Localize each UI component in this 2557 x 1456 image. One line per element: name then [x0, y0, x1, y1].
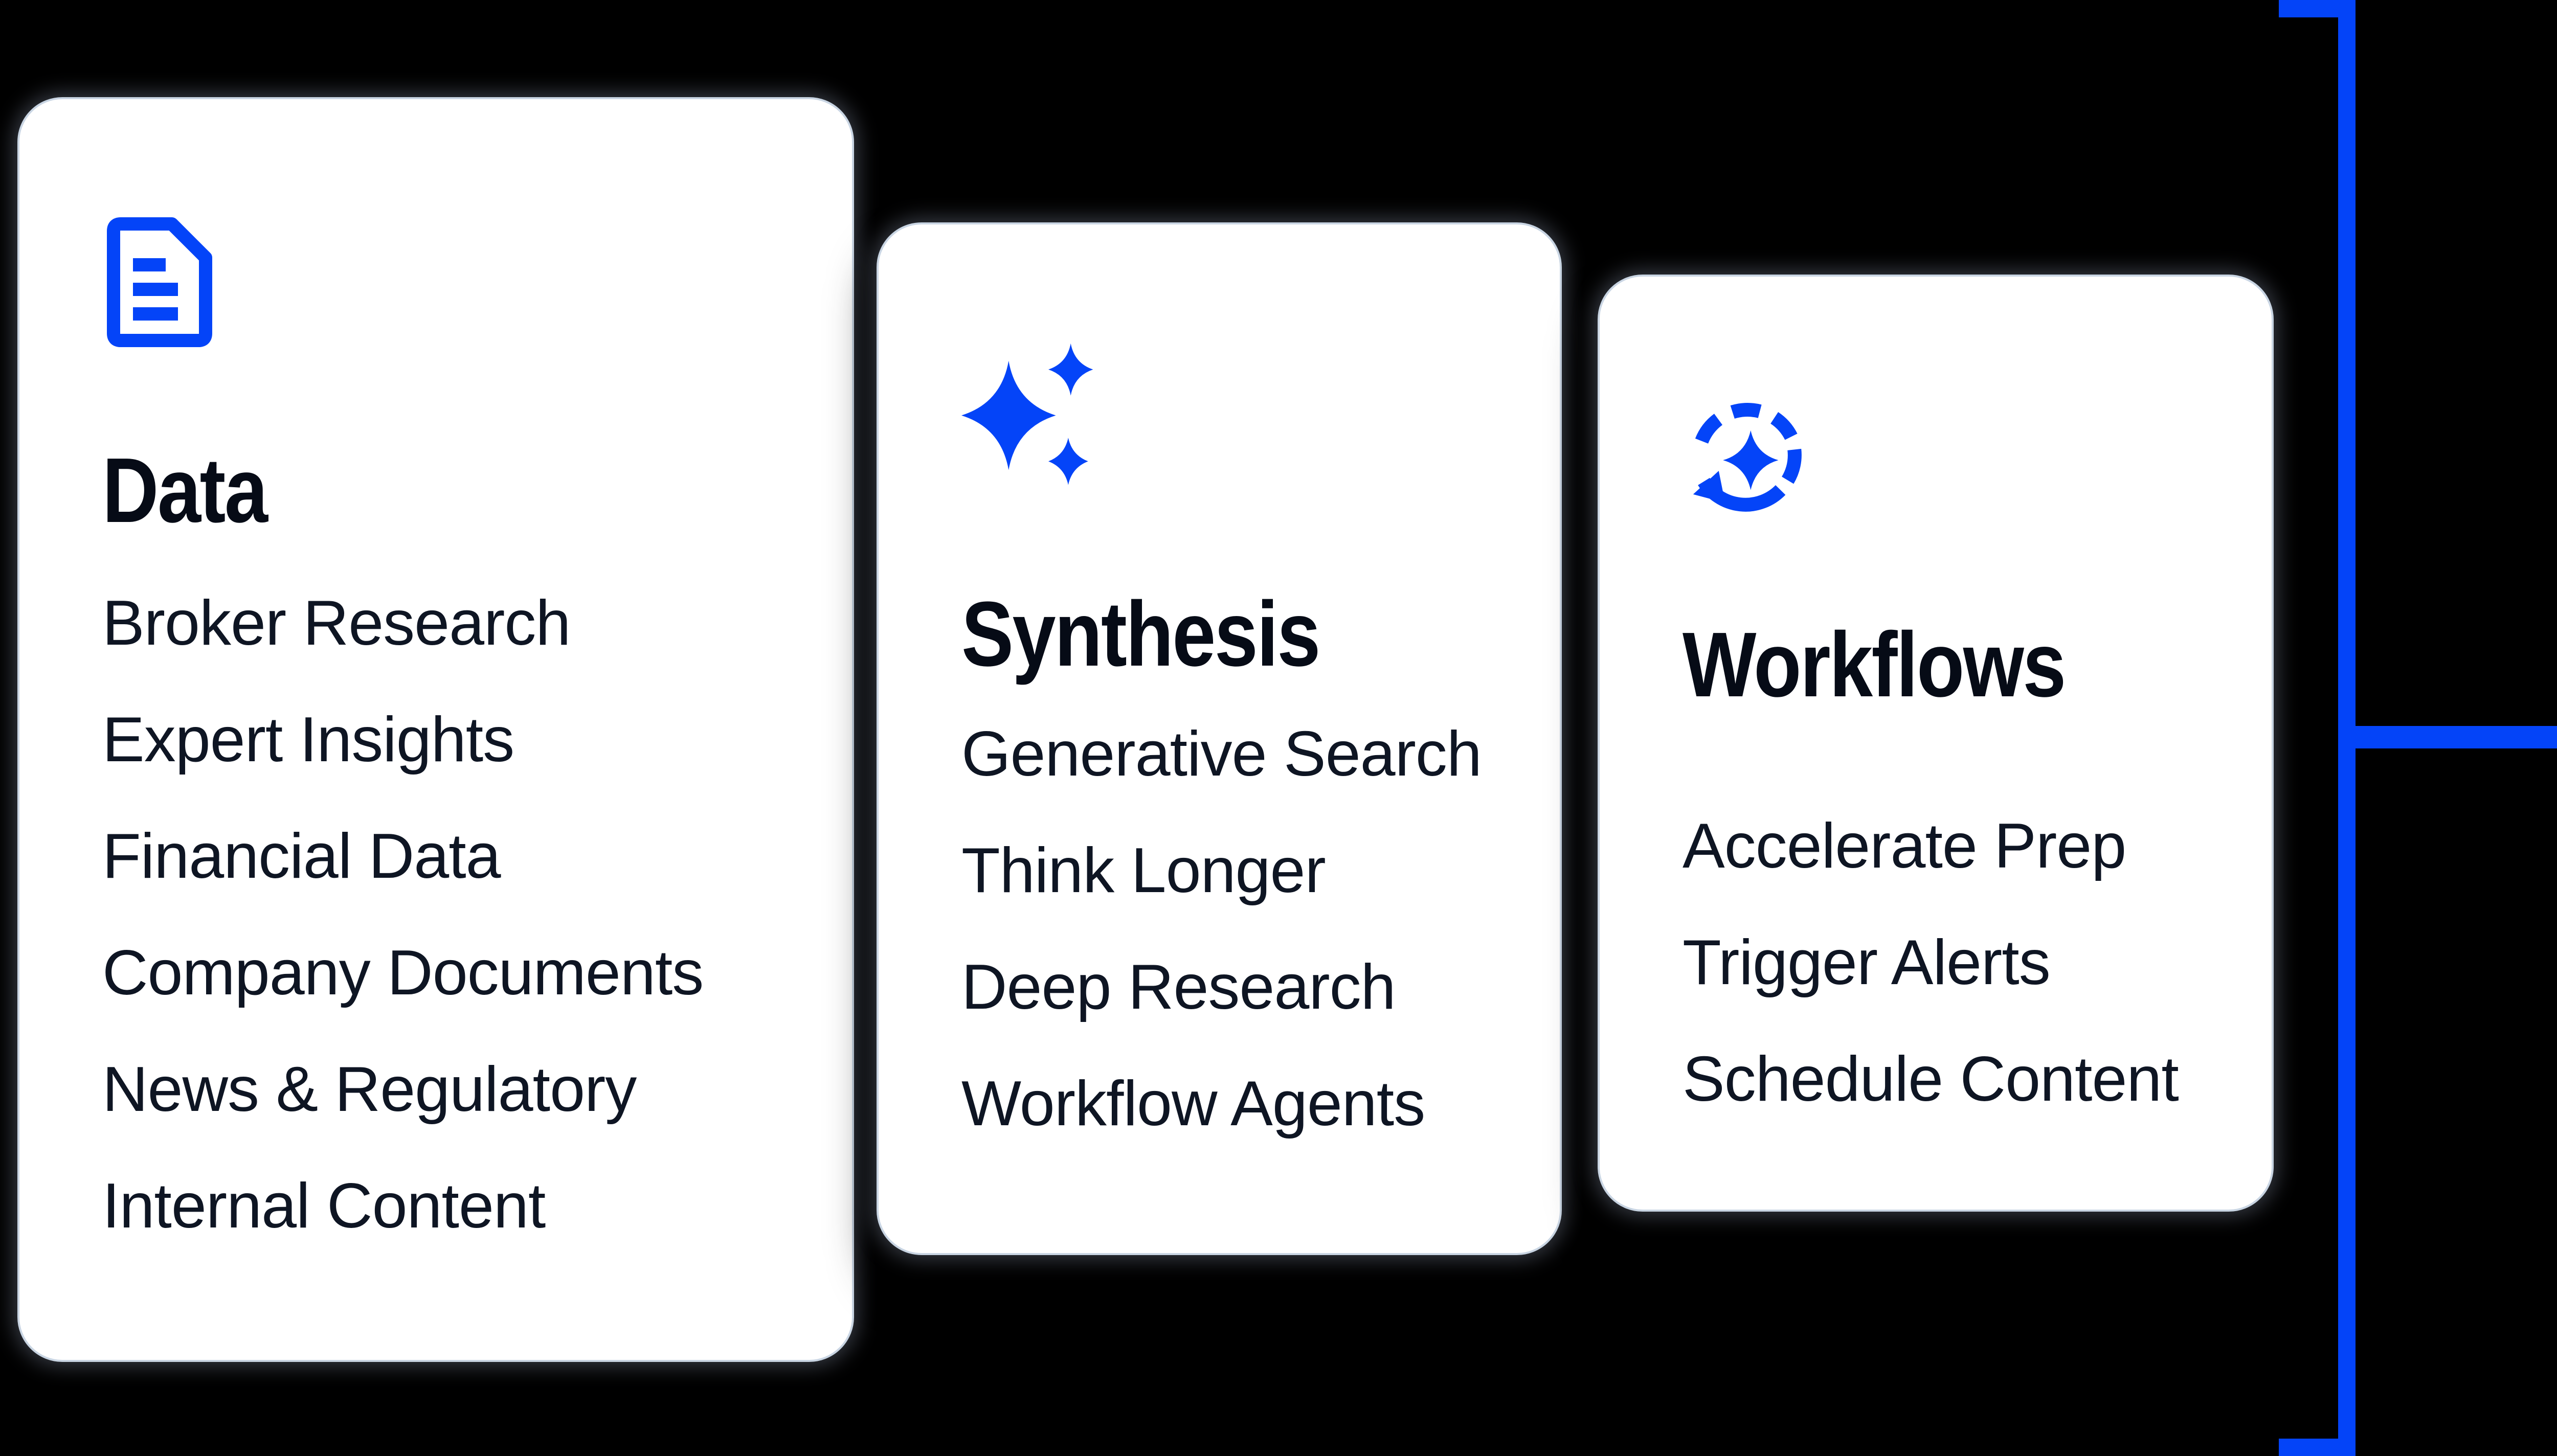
- card-data: Data Broker Research Expert Insights Fin…: [17, 97, 854, 1362]
- api-connector-line: [2350, 726, 2557, 748]
- list-item: Company Documents: [102, 938, 704, 1008]
- list-item: Expert Insights: [102, 704, 514, 775]
- list-item: News & Regulatory: [102, 1054, 637, 1125]
- bracket-bottom-stub: [2279, 1439, 2356, 1456]
- card-title: Synthesis: [961, 583, 1320, 686]
- list-item: Think Longer: [961, 835, 1326, 906]
- card-workflows: Workflows Accelerate Prep Trigger Alerts…: [1598, 275, 2274, 1212]
- list-item: Financial Data: [102, 821, 501, 892]
- list-item: Schedule Content: [1683, 1044, 2179, 1114]
- list-item: Internal Content: [102, 1171, 546, 1241]
- card-title: Data: [102, 439, 268, 542]
- bracket-top-stub: [2279, 0, 2356, 17]
- card-title: Workflows: [1683, 613, 2066, 716]
- card-item-list: Broker Research Expert Insights Financia…: [102, 565, 796, 1264]
- workflow-cycle-icon: [1693, 403, 1802, 512]
- list-item: Generative Search: [961, 719, 1482, 789]
- card-item-list: Generative Search Think Longer Deep Rese…: [961, 696, 1504, 1162]
- list-item: Deep Research: [961, 952, 1396, 1022]
- list-item: Broker Research: [102, 588, 571, 658]
- sparkles-icon: [961, 343, 1093, 485]
- document-icon: [107, 217, 212, 347]
- list-item: Trigger Alerts: [1683, 927, 2051, 998]
- card-item-list: Accelerate Prep Trigger Alerts Schedule …: [1683, 788, 2215, 1138]
- list-item: Accelerate Prep: [1683, 811, 2126, 881]
- list-item: Workflow Agents: [961, 1068, 1425, 1139]
- card-synthesis: Synthesis Generative Search Think Longer…: [877, 222, 1562, 1255]
